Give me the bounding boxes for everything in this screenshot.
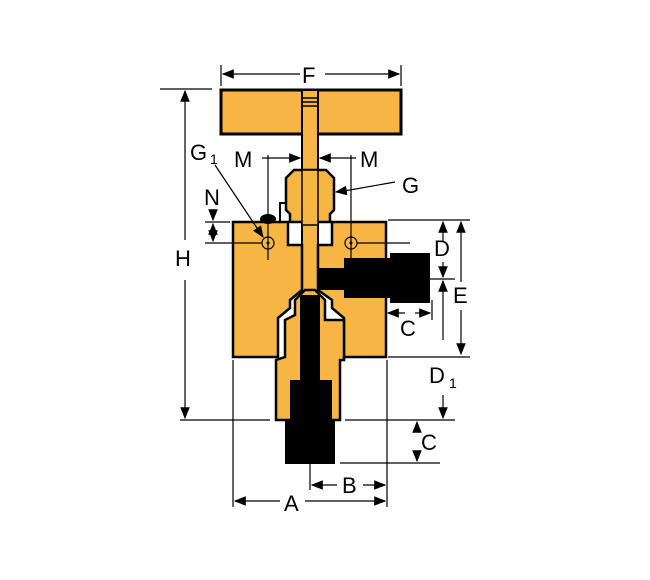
label-E: E — [453, 283, 468, 308]
label-N: N — [204, 185, 220, 210]
label-H: H — [175, 246, 191, 271]
label-C-side: C — [400, 316, 416, 341]
label-D: D — [434, 236, 450, 261]
dimension-lines — [160, 65, 470, 507]
label-M-left: M — [234, 147, 252, 172]
label-G: G — [402, 173, 419, 198]
label-F: F — [302, 63, 315, 88]
label-M-right: M — [360, 147, 378, 172]
bonnet — [279, 168, 336, 226]
lower-port — [274, 288, 346, 464]
label-B: B — [342, 473, 357, 498]
label-D1: D — [429, 363, 445, 388]
label-G1-subscript: 1 — [210, 151, 218, 167]
label-C-bottom: C — [421, 430, 437, 455]
label-D1-subscript: 1 — [449, 375, 457, 391]
label-G1: G — [190, 140, 207, 165]
side-fitting — [318, 253, 430, 303]
label-A: A — [284, 491, 299, 516]
